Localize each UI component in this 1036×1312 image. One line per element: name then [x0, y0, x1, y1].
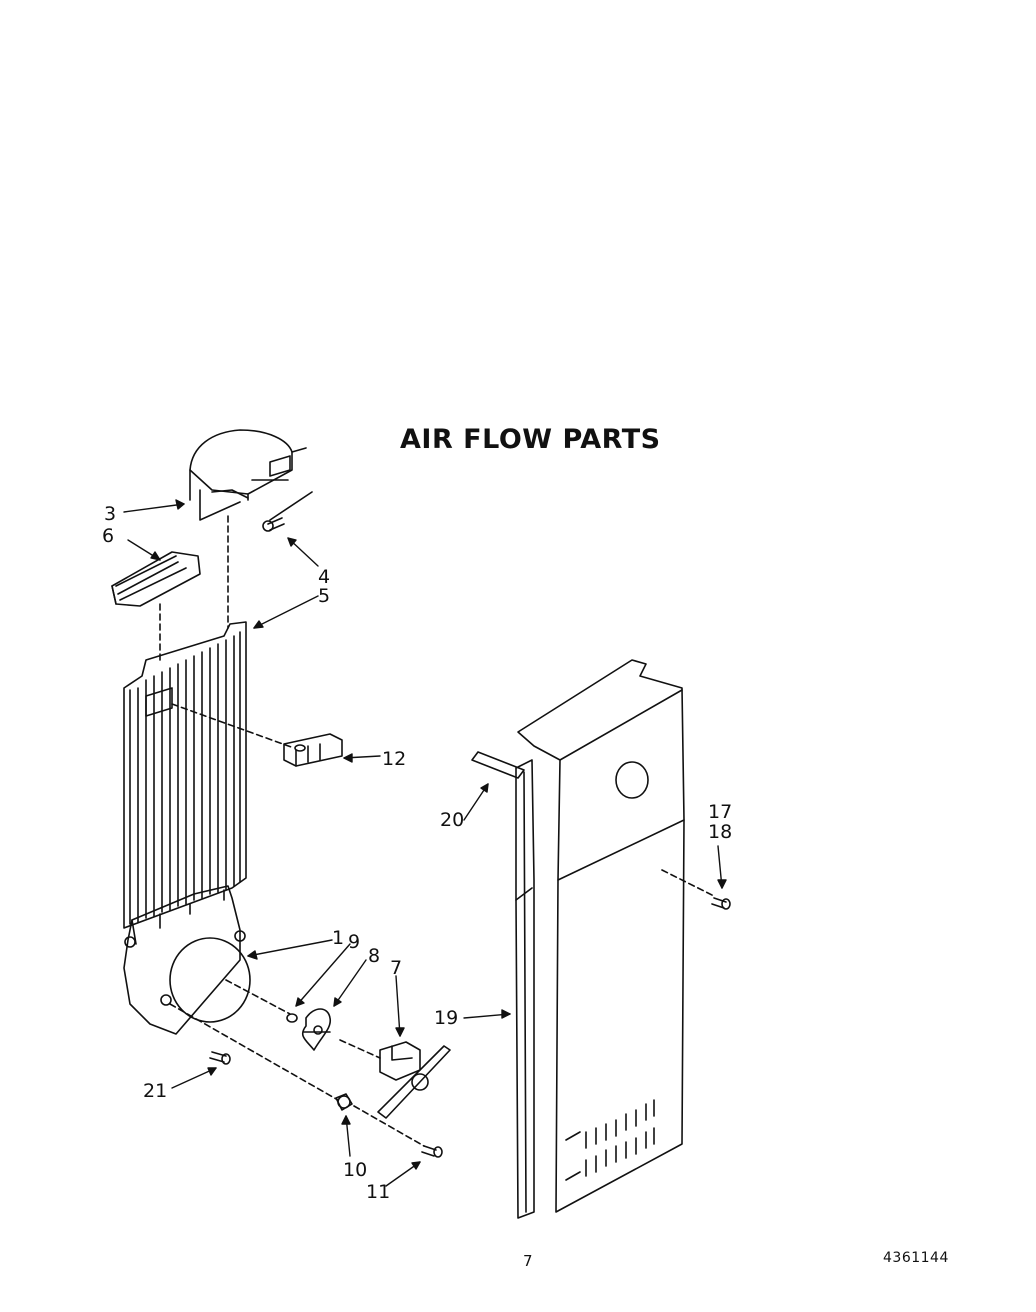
callout-10: 10 [343, 1159, 367, 1181]
callout-11: 11 [366, 1181, 390, 1203]
callout-9: 9 [348, 931, 360, 953]
callout-3: 3 [104, 503, 116, 525]
fan-nut-part [286, 1013, 298, 1023]
callout-5: 5 [318, 585, 330, 607]
fan-blade-part [301, 1008, 332, 1051]
fan-motor-part [339, 1039, 451, 1119]
screw-part-4 [262, 491, 313, 532]
screw-part-21 [209, 1051, 231, 1065]
callout-20: 20 [440, 809, 464, 831]
callout-7: 7 [390, 957, 402, 979]
side-channel-part [515, 759, 535, 1219]
callout-19: 19 [434, 1007, 458, 1029]
grommet-part [335, 1093, 353, 1111]
diagram-title: AIR FLOW PARTS [400, 424, 661, 455]
evaporator-cover-panel [123, 515, 295, 929]
callout-21: 21 [143, 1080, 167, 1102]
page-number: 7 [523, 1252, 533, 1270]
rear-panel-part [517, 659, 715, 1213]
callout-6: 6 [102, 525, 114, 547]
callout-12: 12 [382, 748, 406, 770]
callout-8: 8 [368, 945, 380, 967]
callout-4: 4 [318, 566, 330, 588]
callout-leaders [123, 499, 727, 1187]
grille-insert-part [111, 551, 201, 607]
document-code: 4361144 [883, 1250, 949, 1266]
callout-1: 1 [332, 927, 344, 949]
screw-part-11 [353, 1105, 443, 1158]
screw-part-17-18 [711, 897, 731, 910]
callout-18: 18 [708, 821, 732, 843]
callout-17: 17 [708, 801, 732, 823]
gasket-strip-part [471, 751, 525, 779]
air-duct-cover-part [189, 429, 307, 521]
damper-bracket-part [283, 733, 343, 767]
fan-shroud-part [123, 885, 339, 1101]
